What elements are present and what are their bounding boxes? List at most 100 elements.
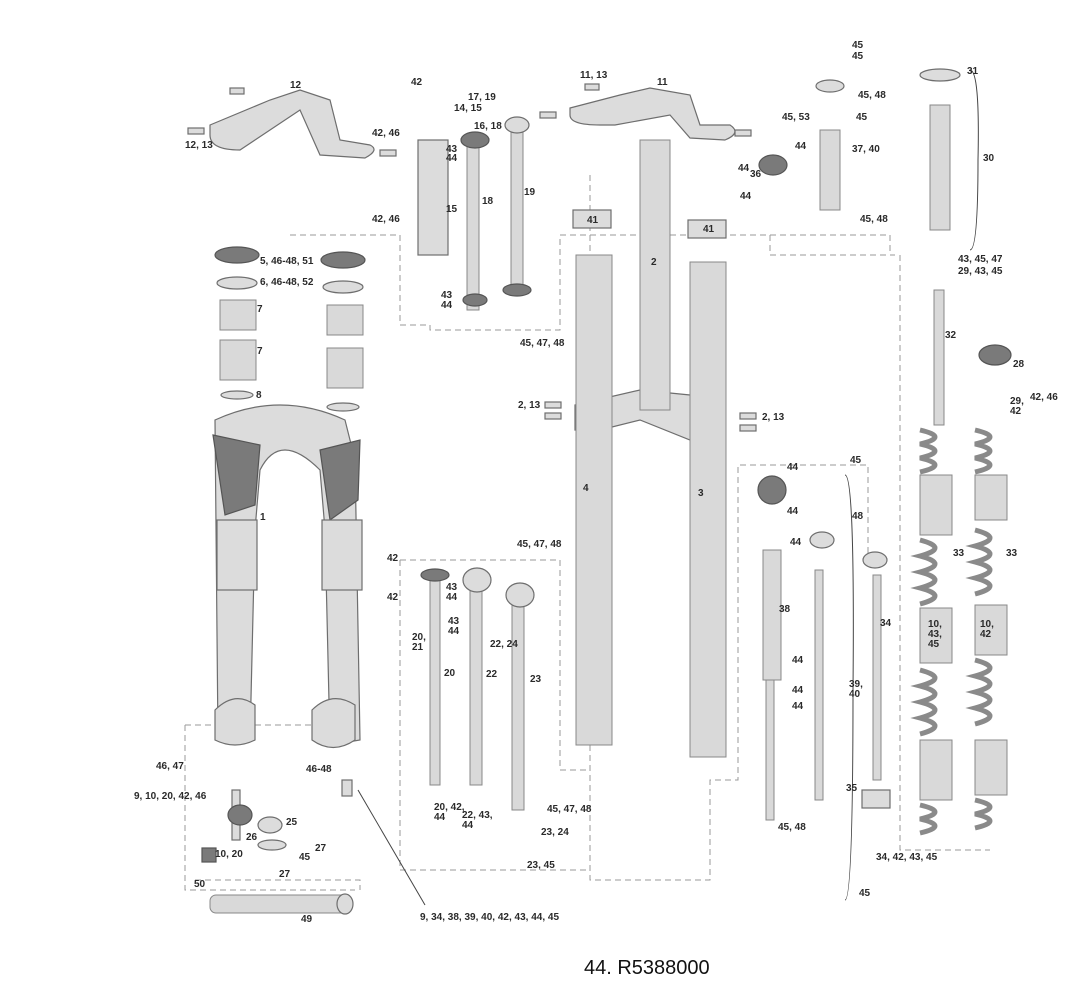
callout: 33 (1006, 548, 1018, 559)
callout: 17, 19 (468, 92, 496, 103)
callout: 10, 20 (215, 849, 243, 860)
callout: 32 (945, 330, 957, 341)
axle-and-hardware (201, 779, 354, 915)
callout: 34, 42, 43, 45 (876, 852, 938, 863)
callout: 23, 24 (541, 827, 569, 838)
callout: 43 (441, 290, 453, 301)
callout: 43 (446, 144, 458, 155)
callout: 44 (790, 537, 802, 548)
callout: 22 (486, 669, 498, 680)
callout: 37, 40 (852, 144, 880, 155)
callout: 44 (448, 626, 460, 637)
callout: 49 (301, 914, 313, 925)
callout: 45 (856, 112, 868, 123)
lower-cartridges (420, 475, 891, 821)
callout: 45 (852, 51, 864, 62)
callout: 14, 15 (454, 103, 482, 114)
callout: 44 (446, 592, 458, 603)
callout: 10,43,45 (928, 619, 942, 650)
callout: 11 (657, 77, 668, 88)
bolts (187, 83, 757, 432)
callout: 41 (587, 215, 599, 226)
callout: 36 (750, 169, 762, 180)
callout: 44 (795, 141, 807, 152)
stanchions (572, 139, 727, 758)
callouts: 12 12, 13 42 14, 15 42, 46 15 42, 46 16,… (134, 40, 1058, 925)
callout: 12, 13 (185, 140, 213, 151)
upper-crown-right (569, 87, 736, 141)
callout: 22, 24 (490, 639, 518, 650)
callout: 30 (983, 153, 995, 164)
callout: 42 (411, 77, 423, 88)
callout: 42, 46 (372, 128, 400, 139)
callout: 20 (444, 668, 456, 679)
callout: 6, 46-48, 52 (260, 277, 314, 288)
callout: 39,40 (849, 679, 863, 700)
callout: 35 (846, 783, 858, 794)
callout: 7 (257, 304, 263, 315)
callout: 22, 43,44 (462, 810, 493, 831)
bracket-30 (969, 69, 979, 251)
callout: 2, 13 (518, 400, 541, 411)
callout: 42, 46 (1030, 392, 1058, 403)
callout: 45, 48 (860, 214, 888, 225)
lower-leg-assembly (212, 404, 363, 749)
callout: 44 (787, 506, 799, 517)
callout: 1 (260, 512, 266, 523)
callout: 4 (583, 483, 589, 494)
callout: 44 (738, 163, 750, 174)
callout: 25 (286, 817, 298, 828)
assembly-outlines (184, 175, 990, 891)
seal-bushing-stack (214, 246, 366, 412)
callout: 23 (530, 674, 542, 685)
callout: 16, 18 (474, 121, 502, 132)
callout: 29, 43, 45 (958, 266, 1003, 277)
callout: 45, 47, 48 (517, 539, 562, 550)
callout: 15 (446, 204, 458, 215)
callout: 50 (194, 879, 206, 890)
callout: 45 (859, 888, 871, 899)
upper-crown-left (209, 89, 375, 159)
callout: 27 (315, 843, 327, 854)
callout: 44 (740, 191, 752, 202)
callout: 34 (880, 618, 892, 629)
callout: 7 (257, 346, 263, 357)
callout: 44 (441, 300, 453, 311)
callout: 44 (792, 655, 804, 666)
callout: 44 (792, 701, 804, 712)
callout: 45 (850, 455, 862, 466)
callout: 3 (698, 488, 704, 499)
leader-line (357, 789, 426, 906)
callout: 10,42 (980, 619, 994, 640)
callout: 45, 48 (858, 90, 886, 101)
callout: 45, 47, 48 (520, 338, 565, 349)
callout: 26 (246, 832, 258, 843)
callout: 29,42 (1010, 396, 1024, 417)
callout: 31 (967, 66, 979, 77)
callout: 23, 45 (527, 860, 555, 871)
callout: 28 (1013, 359, 1025, 370)
callout: 9, 10, 20, 42, 46 (134, 791, 207, 802)
callout: 43 (448, 616, 460, 627)
part-number-caption: 44. R5388000 (584, 957, 710, 979)
callout: 18 (482, 196, 494, 207)
callout: 12 (290, 80, 302, 91)
callout: 11, 13 (580, 70, 608, 81)
coil-springs (910, 68, 1012, 836)
callout: 9, 34, 38, 39, 40, 42, 43, 44, 45 (420, 912, 559, 923)
callout: 5, 46-48, 51 (260, 256, 314, 267)
callout: 46-48 (306, 764, 332, 775)
callout: 33 (953, 548, 965, 559)
callout: 42 (387, 553, 399, 564)
callout: 45, 47, 48 (547, 804, 592, 815)
callout: 43 (446, 582, 458, 593)
callout: 19 (524, 187, 536, 198)
callout: 48 (852, 511, 864, 522)
callout: 2 (651, 257, 657, 268)
callout: 20,21 (412, 632, 426, 653)
callout: 42, 46 (372, 214, 400, 225)
callout: 2, 13 (762, 412, 785, 423)
callout: 41 (703, 224, 715, 235)
callout: 45, 53 (782, 112, 810, 123)
callout: 45 (852, 40, 864, 51)
